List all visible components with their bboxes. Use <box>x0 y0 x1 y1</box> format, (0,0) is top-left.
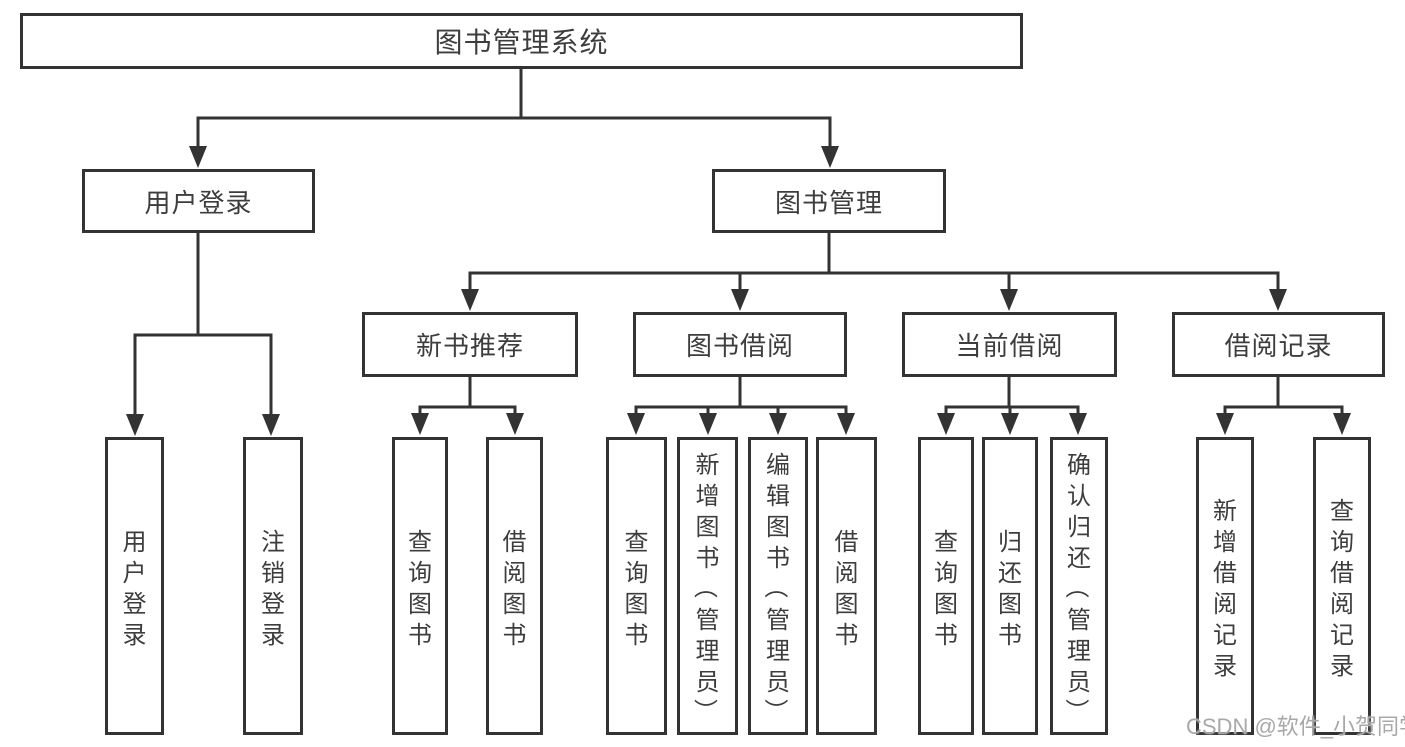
node-library-management-system: 图书管理系统 <box>20 13 1023 69</box>
node-book-management: 图书管理 <box>712 169 946 233</box>
node-leaf-rec-borrow-books: 借阅图书 <box>486 437 543 735</box>
node-current-borrowing: 当前借阅 <box>902 312 1117 377</box>
node-new-book-recommendation: 新书推荐 <box>362 312 578 377</box>
node-leaf-logout: 注销登录 <box>243 437 303 735</box>
watermark: CSDN @软件_小贺同学 <box>1186 714 1405 739</box>
node-leaf-br-query-record: 查询借阅记录 <box>1313 437 1371 735</box>
node-leaf-bb-add-books-admin: 新增图书（管理员） <box>677 437 738 735</box>
node-leaf-bb-borrow-books: 借阅图书 <box>816 437 877 735</box>
node-leaf-rec-query-books: 查询图书 <box>392 437 448 735</box>
node-book-borrowing: 图书借阅 <box>633 312 847 377</box>
node-user-login: 用户登录 <box>82 169 315 233</box>
node-leaf-bb-query-books: 查询图书 <box>606 437 667 735</box>
node-borrowing-records: 借阅记录 <box>1172 312 1385 377</box>
node-leaf-cb-return-books: 归还图书 <box>982 437 1038 735</box>
node-leaf-user-login: 用户登录 <box>105 437 164 735</box>
node-leaf-bb-edit-books-admin: 编辑图书（管理员） <box>748 437 808 735</box>
node-leaf-cb-query-books: 查询图书 <box>918 437 974 735</box>
node-leaf-cb-confirm-return-admin: 确认归还（管理员） <box>1050 437 1108 735</box>
node-leaf-br-add-record: 新增借阅记录 <box>1196 437 1254 735</box>
